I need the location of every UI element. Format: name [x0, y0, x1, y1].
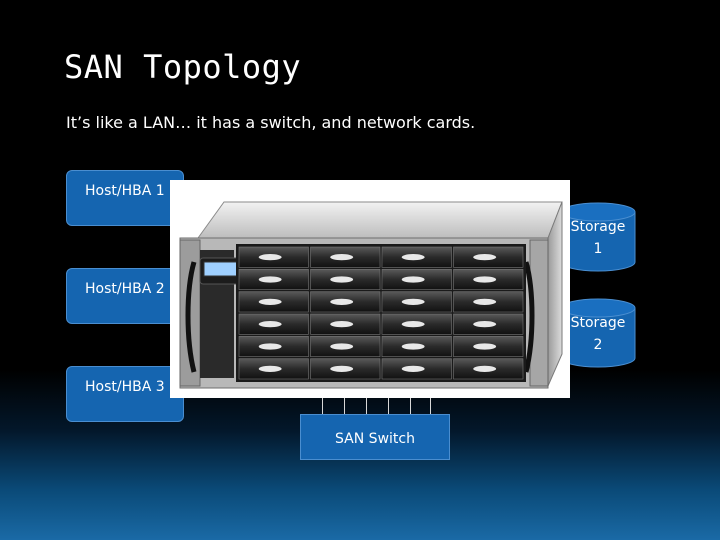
drive-bay-latch — [258, 276, 282, 283]
drive-bay-latch — [401, 343, 425, 350]
storage-2-label: Storage 2 — [570, 315, 626, 353]
drive-bay-latch — [330, 254, 354, 261]
san-switch-label: SAN Switch — [335, 431, 415, 447]
drive-bay-latch — [473, 343, 497, 350]
host-hba-1-label: Host/HBA 1 — [85, 183, 165, 199]
host-hba-3-box: Host/HBA 3 — [66, 366, 184, 422]
drive-bay-latch — [401, 254, 425, 261]
storage-array-drawing — [179, 201, 563, 389]
drive-bay-latch — [258, 343, 282, 350]
drive-bay-latch — [330, 276, 354, 283]
storage-2-cylinder: Storage 2 — [560, 298, 636, 368]
host-hba-1-box: Host/HBA 1 — [66, 170, 184, 226]
drive-bay-latch — [473, 365, 497, 372]
drive-bay-latch — [330, 365, 354, 372]
host-hba-3-label: Host/HBA 3 — [85, 379, 165, 395]
storage-1-label: Storage 1 — [570, 219, 626, 257]
drive-bay-latch — [473, 298, 497, 305]
drive-bay-latch — [473, 276, 497, 283]
storage-array-image — [170, 180, 570, 398]
storage-1-cylinder: Storage 1 — [560, 202, 636, 272]
drive-bay-latch — [401, 365, 425, 372]
slide-subtitle: It’s like a LAN… it has a switch, and ne… — [66, 113, 476, 132]
host-hba-2-label: Host/HBA 2 — [85, 281, 165, 297]
drive-bay-latch — [401, 298, 425, 305]
drive-bay-latch — [258, 254, 282, 261]
drive-bay-latch — [473, 321, 497, 328]
storage-2-cylinder-shape — [560, 298, 636, 368]
drive-bay-latch — [330, 321, 354, 328]
drive-bay-latch — [473, 254, 497, 261]
drive-bay-latch — [258, 298, 282, 305]
san-switch-box: SAN Switch — [300, 414, 450, 460]
drive-bay-latch — [258, 321, 282, 328]
drive-bay-latch — [330, 298, 354, 305]
switch-port-lines — [322, 398, 432, 414]
drive-bay-latch — [330, 343, 354, 350]
host-hba-2-box: Host/HBA 2 — [66, 268, 184, 324]
drive-bay-latch — [401, 276, 425, 283]
drive-bay-latch — [258, 365, 282, 372]
slide-title: SAN Topology — [64, 48, 302, 86]
drive-bay-latch — [401, 321, 425, 328]
storage-1-cylinder-shape — [560, 202, 636, 272]
